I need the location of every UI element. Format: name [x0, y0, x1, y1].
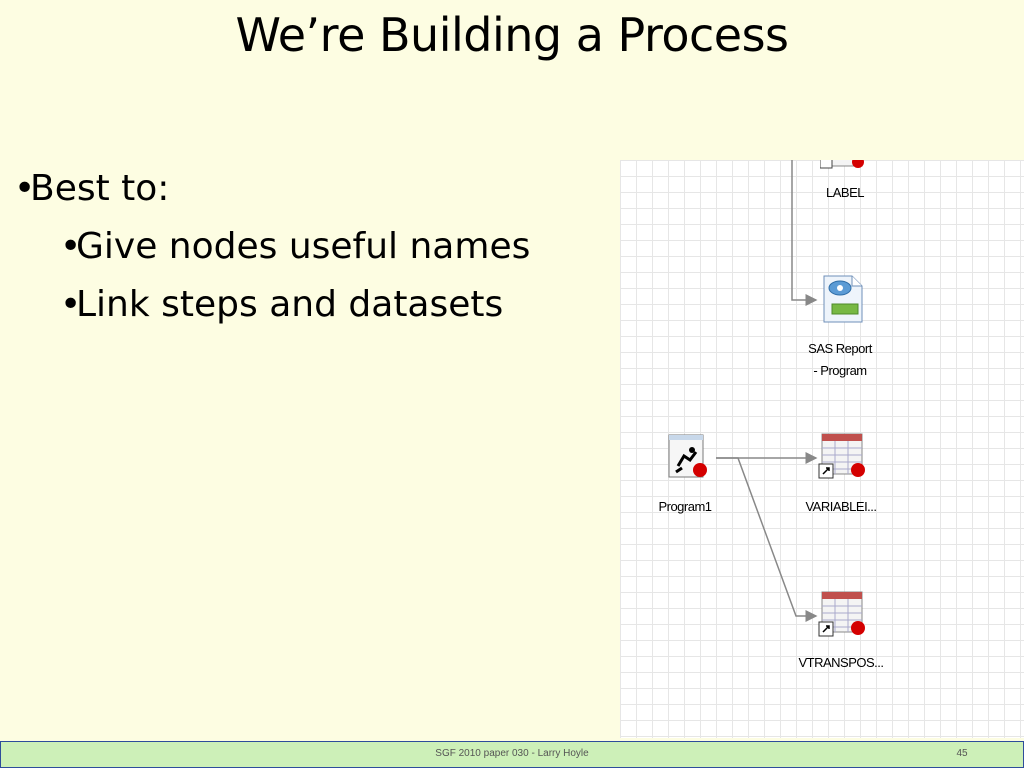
footer-caption: SGF 2010 paper 030 - Larry Hoyle — [435, 748, 589, 759]
bullet-list: •Best to: •Give nodes useful names •Link… — [14, 160, 530, 334]
node-label: VARIABLEI... — [805, 499, 877, 514]
program-running-icon — [668, 434, 707, 478]
slide-footer: SGF 2010 paper 030 - Larry Hoyle 45 — [0, 741, 1024, 768]
bullet-item: •Give nodes useful names — [60, 218, 530, 276]
bullet-item: •Best to: — [14, 160, 530, 218]
bullet-dot-icon: • — [60, 226, 82, 267]
node-label: LABEL — [826, 185, 864, 200]
sas-report-icon — [823, 275, 863, 323]
node-label: SAS Report — [808, 341, 872, 356]
node-variablei-dataset[interactable] — [818, 432, 868, 482]
node-sas-report[interactable] — [820, 274, 866, 324]
node-vtranspos-dataset[interactable] — [818, 590, 868, 640]
bullet-item: •Link steps and datasets — [60, 276, 530, 334]
node-label: Program1 — [658, 499, 712, 514]
dataset-table-icon — [819, 160, 864, 169]
bullet-dot-icon: • — [60, 284, 82, 325]
link-line — [716, 457, 818, 622]
node-program1[interactable] — [666, 432, 712, 482]
page-number: 45 — [956, 748, 968, 759]
dataset-table-icon — [818, 591, 865, 637]
node-label-dataset[interactable] — [819, 160, 866, 170]
bullet-dot-icon: • — [14, 168, 36, 209]
node-label: - Program — [813, 363, 867, 378]
process-flow-links — [716, 160, 818, 622]
link-line — [791, 160, 818, 306]
process-flow-panel[interactable]: LABEL SAS Report - Program Program1 — [620, 160, 1024, 738]
dataset-table-icon — [818, 433, 865, 479]
slide-title: We’re Building a Process — [235, 8, 789, 62]
node-label: VTRANSPOS... — [798, 655, 884, 670]
